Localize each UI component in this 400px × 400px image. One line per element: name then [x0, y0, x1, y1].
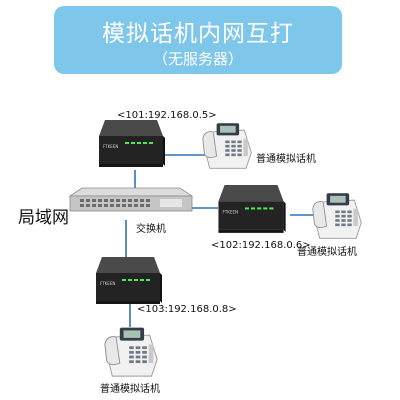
gateway-102-ip: <102:192.168.0.6>	[211, 240, 311, 251]
phone-1-icon	[202, 122, 252, 169]
phone-2-caption: 普通模拟话机	[297, 247, 357, 258]
lan-label: 局域网	[18, 208, 69, 228]
title-banner: 模拟话机内网互打 （无服务器）	[54, 6, 342, 74]
gateway-101-ip: <101:192.168.0.5>	[117, 110, 217, 121]
phone-2-icon	[312, 192, 362, 239]
page-subtitle: （无服务器）	[152, 50, 243, 68]
phone-3-icon	[104, 327, 158, 377]
gateway-101-icon	[99, 120, 165, 167]
gateway-103-ip: <103:192.168.0.8>	[137, 304, 237, 315]
phone-1-caption: 普通模拟话机	[256, 154, 316, 165]
switch-icon	[68, 187, 194, 212]
phone-3-caption: 普通模拟话机	[100, 384, 160, 395]
switch-label: 交换机	[136, 224, 166, 235]
gateway-103-icon	[96, 257, 162, 304]
page-title: 模拟话机内网互打	[102, 21, 294, 47]
gateway-102-icon	[218, 185, 286, 233]
